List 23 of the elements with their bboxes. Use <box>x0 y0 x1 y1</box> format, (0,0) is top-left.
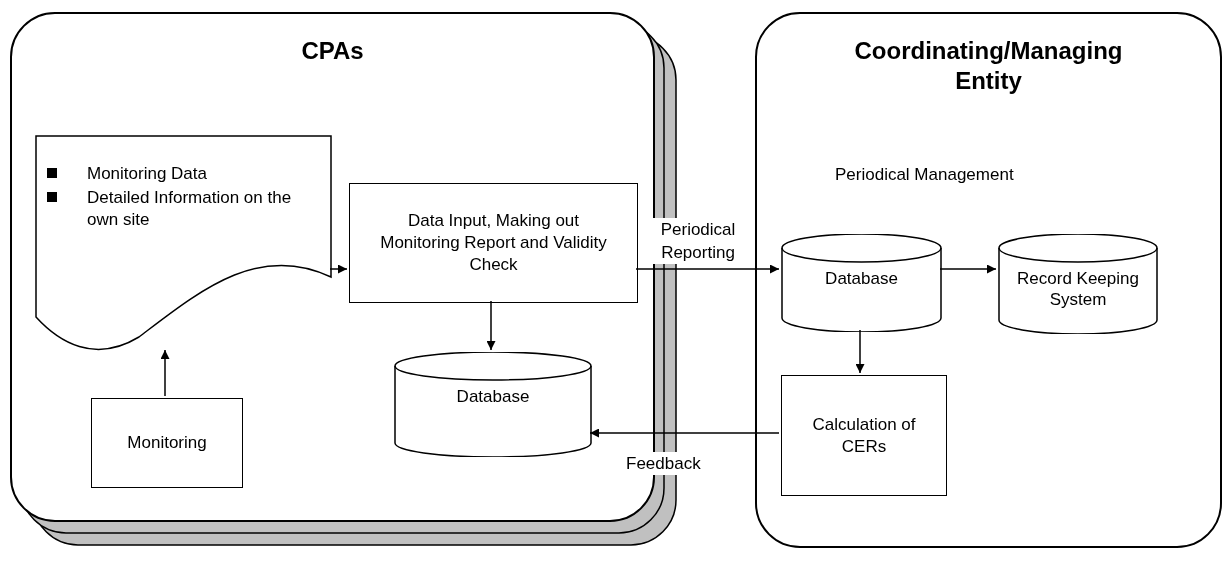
node-label: Monitoring <box>127 432 207 454</box>
arrow <box>855 329 865 374</box>
arrow <box>486 300 496 351</box>
section-note: Periodical Management <box>835 164 1014 186</box>
arrow <box>939 264 997 274</box>
bullet-text: Detailed Information on the own site <box>87 187 292 231</box>
arrow <box>329 264 348 274</box>
group-panel <box>755 12 1222 548</box>
process-box <box>91 398 243 488</box>
arrow <box>589 428 780 438</box>
node-label: Data Input, Making out Monitoring Report and Validity Check <box>379 210 608 276</box>
arrow <box>635 264 780 274</box>
node-label: Database <box>825 268 898 289</box>
process-box <box>349 183 638 303</box>
panel-title: Coordinating/Managing Entity <box>853 36 1124 96</box>
panel-title: CPAs <box>300 36 365 66</box>
document-shape <box>35 135 332 352</box>
node-label: Calculation of CERs <box>811 413 917 458</box>
process-box <box>781 375 947 496</box>
node-label: Record Keeping System <box>1016 268 1140 310</box>
node-label: Database <box>456 386 530 407</box>
arrow <box>160 349 170 397</box>
bullet-text: Monitoring Data <box>87 163 207 185</box>
